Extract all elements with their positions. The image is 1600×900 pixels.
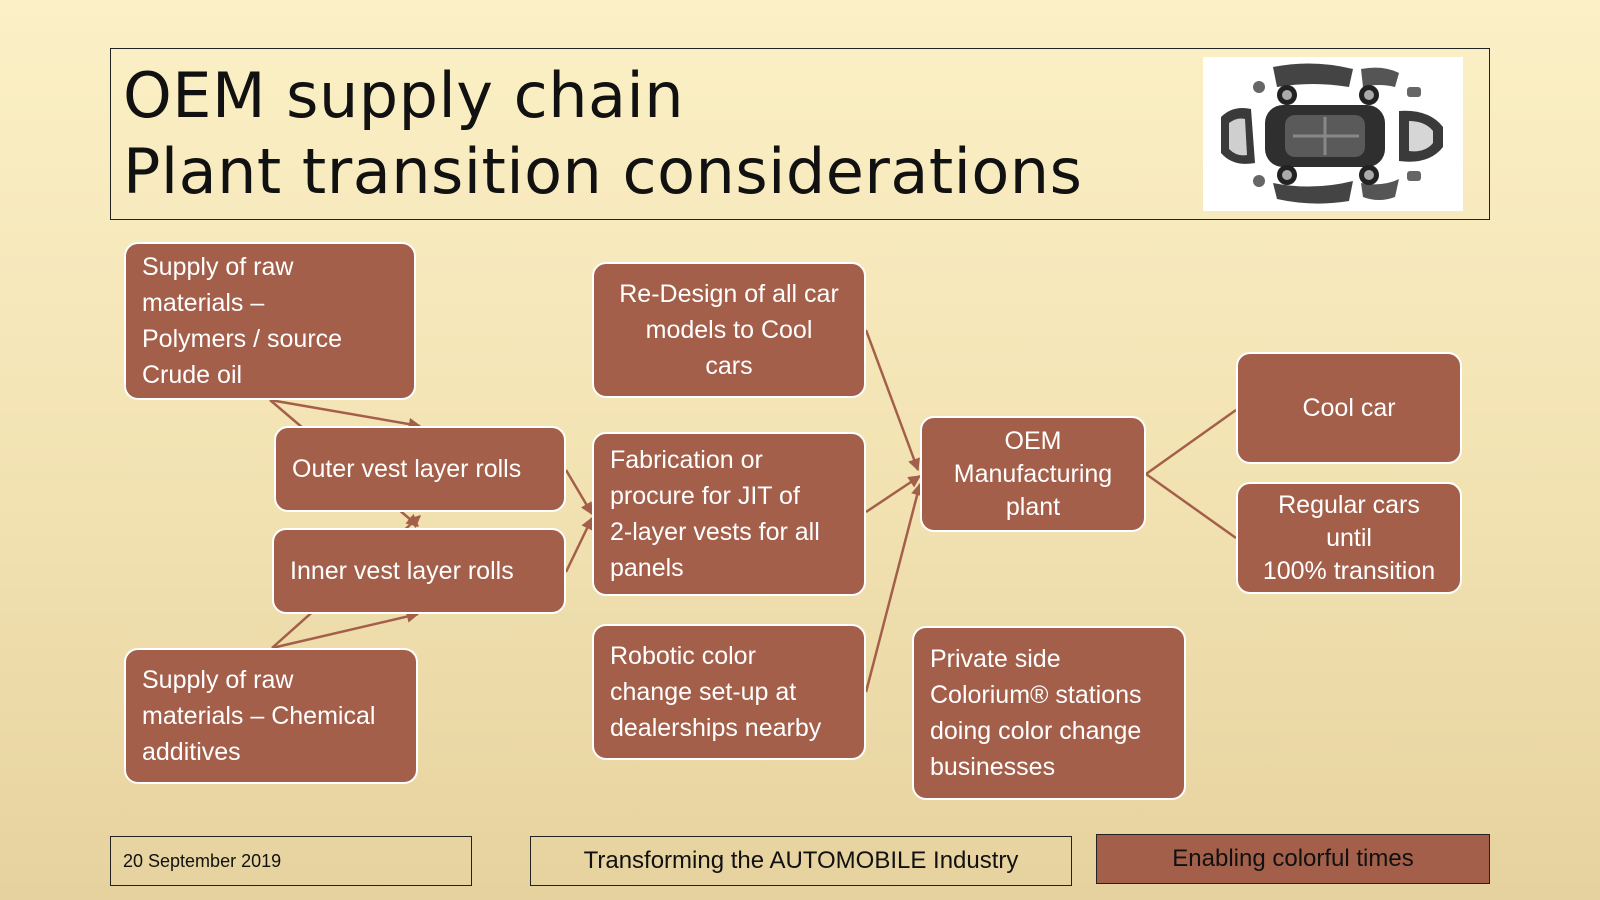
footer-center-title: Transforming the AUTOMOBILE Industry — [530, 836, 1072, 886]
slide-title-line-1: OEM supply chain — [123, 59, 685, 132]
node-robotic-color-change: Robotic color change set-up at dealershi… — [592, 624, 866, 760]
arrow-polymers-to-outer — [269, 398, 422, 431]
node-private-side-stations: Private side Colorium® stations doing co… — [912, 626, 1186, 800]
line-oem-to-regular-cars — [1145, 472, 1237, 540]
node-cool-car: Cool car — [1236, 352, 1462, 464]
node-raw-materials-polymers: Supply of raw materials – Polymers / sou… — [124, 242, 416, 400]
arrow-fabrication-to-oem — [865, 474, 922, 514]
exploded-car-diagram-icon — [1203, 57, 1463, 211]
node-inner-vest-rolls: Inner vest layer rolls — [272, 528, 566, 614]
node-redesign-car-models: Re-Design of all car models to Cool cars — [592, 262, 866, 398]
slide-title-line-2: Plant transition considerations — [123, 135, 1083, 208]
arrow-robotic-to-oem — [864, 482, 924, 693]
footer-tagline: Enabling colorful times — [1096, 834, 1490, 884]
arrow-chemical-to-inner — [271, 610, 420, 650]
node-outer-vest-rolls: Outer vest layer rolls — [274, 426, 566, 512]
title-box: OEM supply chain Plant transition consid… — [110, 48, 1490, 220]
node-regular-cars: Regular cars until 100% transition — [1236, 482, 1462, 594]
footer-date: 20 September 2019 — [110, 836, 472, 886]
line-oem-to-cool-car — [1145, 408, 1237, 476]
arrow-outer-to-fabrication — [564, 469, 594, 516]
arrow-inner-to-fabrication — [564, 516, 594, 573]
node-oem-manufacturing-plant: OEM Manufacturing plant — [920, 416, 1146, 532]
node-raw-materials-chemical: Supply of raw materials – Chemical addit… — [124, 648, 418, 784]
node-fabrication-vests: Fabrication or procure for JIT of 2-laye… — [592, 432, 866, 596]
arrow-redesign-to-oem — [864, 329, 920, 472]
